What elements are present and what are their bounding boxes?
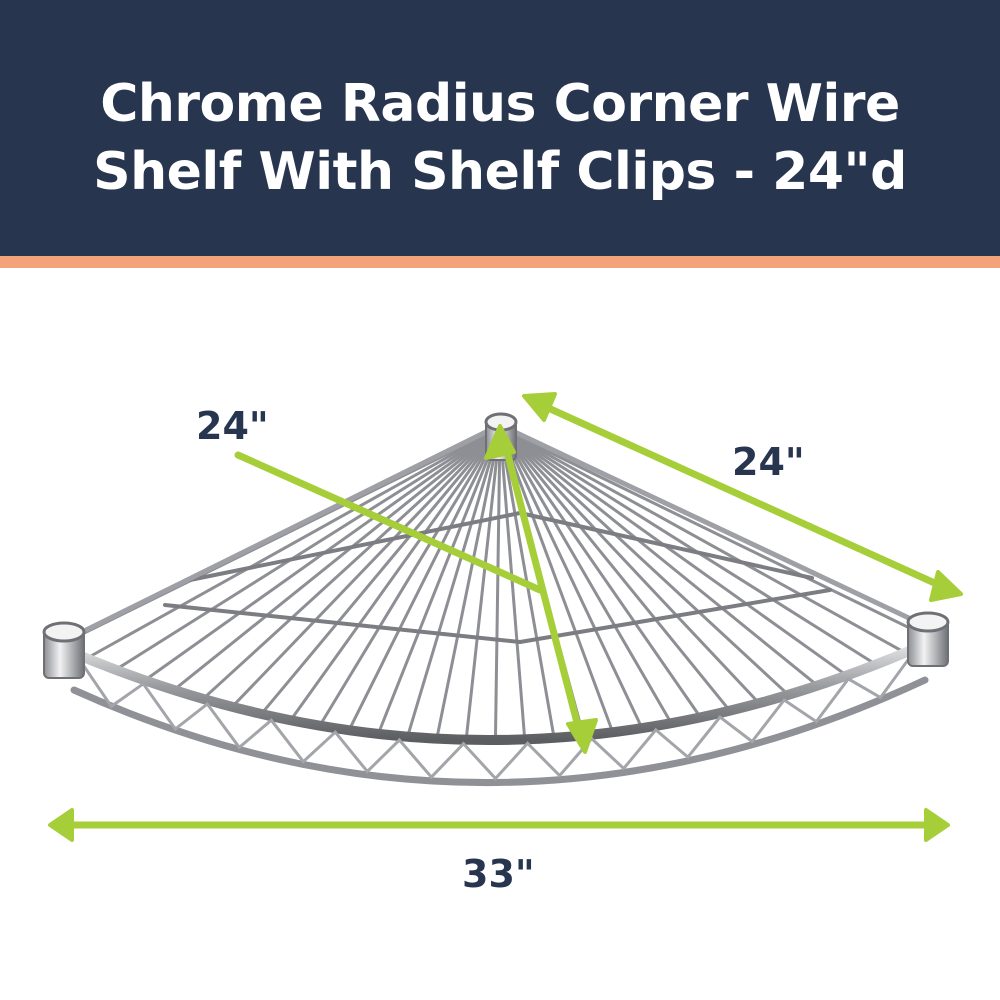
shelf-spoke bbox=[498, 426, 729, 709]
dimension-arrows bbox=[48, 392, 963, 842]
depth-label-right: 24" bbox=[732, 440, 805, 484]
side-edge-right bbox=[497, 422, 933, 631]
title-line-2: Shelf With Shelf Clips - 24"d bbox=[93, 142, 907, 202]
shelf-spoke bbox=[176, 426, 502, 689]
side-edge-left bbox=[67, 422, 503, 641]
depth-label-left: 24" bbox=[196, 404, 269, 448]
shelf-spoke bbox=[291, 426, 502, 719]
accent-stripe bbox=[0, 256, 1000, 268]
inner-rail-left bbox=[188, 511, 522, 582]
depth-arrow-left bbox=[484, 424, 598, 754]
shelf-spokes bbox=[60, 426, 932, 738]
shelf-spoke bbox=[465, 426, 502, 738]
front-truss-zigzag bbox=[77, 652, 915, 781]
front-frame-top bbox=[57, 637, 935, 745]
support-rail-left bbox=[163, 603, 522, 644]
shelf-spoke bbox=[498, 426, 613, 730]
width-arrow bbox=[48, 808, 950, 842]
shelf-spoke bbox=[498, 426, 903, 652]
shelf-spoke bbox=[498, 426, 700, 716]
shelf-spoke bbox=[378, 426, 502, 732]
shelf-spoke bbox=[498, 426, 526, 737]
shelf-spoke bbox=[233, 426, 502, 706]
front-frame-bottom bbox=[70, 676, 929, 787]
title-line-1: Chrome Radius Corner Wire bbox=[100, 74, 900, 134]
shelf-spoke bbox=[498, 426, 758, 702]
shelf-spoke bbox=[436, 426, 502, 737]
shelf-spoke bbox=[498, 426, 816, 685]
page-title: Chrome Radius Corner Wire Shelf With She… bbox=[0, 70, 1000, 206]
shelf-spoke bbox=[320, 426, 502, 724]
support-rail-right bbox=[518, 588, 832, 644]
shelf-spoke bbox=[498, 426, 932, 640]
shelf-spoke bbox=[498, 426, 787, 694]
depth-arrow-right bbox=[522, 392, 963, 602]
title-banner: Chrome Radius Corner Wire Shelf With She… bbox=[0, 0, 1000, 256]
inner-rail-right bbox=[518, 511, 814, 580]
shelf-spoke bbox=[204, 426, 502, 698]
corner-post-right bbox=[906, 611, 950, 667]
shelf-spoke bbox=[349, 426, 502, 728]
shelf-spoke bbox=[89, 426, 502, 658]
product-stage bbox=[42, 392, 963, 842]
shelf-spoke bbox=[118, 426, 502, 669]
corner-post-left bbox=[42, 621, 86, 679]
wire-shelf-icon bbox=[57, 422, 935, 787]
shelf-spoke bbox=[407, 426, 502, 735]
depth-leader-left bbox=[234, 451, 544, 594]
shelf-spoke bbox=[498, 426, 642, 726]
shelf-spoke bbox=[498, 426, 874, 664]
width-label: 33" bbox=[462, 852, 535, 896]
shelf-spoke bbox=[262, 426, 502, 713]
shelf-spoke bbox=[498, 426, 845, 675]
shelf-spoke bbox=[494, 426, 502, 738]
shelf-spoke bbox=[498, 426, 671, 722]
